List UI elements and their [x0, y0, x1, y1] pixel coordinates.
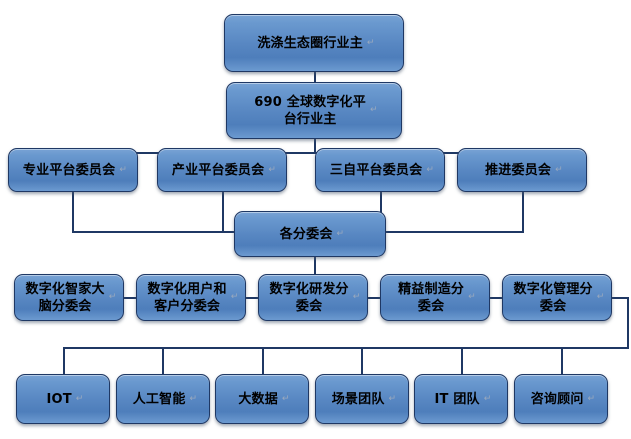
- connector-bus-to-team-6: [561, 347, 563, 375]
- node-sub-2-label: 数字化用户和 客户分委会: [147, 281, 227, 314]
- node-sub-4-label: 精益制造分 委会: [398, 281, 465, 314]
- connector-committee-bus: [72, 152, 522, 154]
- node-sub-smart-home-brain[interactable]: 数字化智家大 脑分委会↵: [14, 274, 124, 321]
- paragraph-mark-icon: ↵: [230, 292, 239, 302]
- node-sub-lean-manufacturing[interactable]: 精益制造分 委会↵: [380, 274, 490, 321]
- node-sub-rnd[interactable]: 数字化研发分 委会↵: [258, 274, 368, 321]
- node-owner-label: 洗涤生态圈行业主: [257, 35, 363, 51]
- paragraph-mark-icon: ↵: [468, 292, 476, 302]
- node-team-3-label: 大数据: [238, 391, 278, 407]
- node-committee-promotion[interactable]: 推进委员会↵: [457, 148, 587, 192]
- node-team-5-label: IT 团队: [434, 391, 480, 407]
- connector-platform-trunk: [314, 139, 316, 153]
- node-team-iot[interactable]: IOT↵: [16, 374, 110, 424]
- node-hub-label: 各分委会: [279, 226, 333, 242]
- connector-committee-1-drop: [72, 191, 74, 233]
- connector-bus-to-team-4: [361, 347, 363, 375]
- node-sub-5-label: 数字化管理分 委会: [513, 281, 593, 314]
- node-committee-3-label: 三自平台委员会: [329, 162, 423, 178]
- node-team-big-data[interactable]: 大数据↵: [215, 374, 309, 424]
- paragraph-mark-icon: ↵: [268, 164, 277, 175]
- connector-committee-2-drop: [222, 191, 224, 233]
- node-sub-user-and-customer[interactable]: 数字化用户和 客户分委会↵: [136, 274, 246, 321]
- paragraph-mark-icon: ↵: [369, 105, 378, 115]
- paragraph-mark-icon: ↵: [352, 292, 361, 302]
- connector-bottom-bus: [63, 347, 629, 349]
- connector-sub5-exit: [612, 297, 629, 299]
- connector-bus-to-team-2: [162, 347, 164, 375]
- node-team-2-label: 人工智能: [132, 391, 186, 407]
- paragraph-mark-icon: ↵: [587, 393, 596, 404]
- node-committee-1-label: 专业平台委员会: [22, 162, 116, 178]
- connector-sub-link-4-5: [490, 297, 504, 299]
- node-sub-digital-management[interactable]: 数字化管理分 委会↵: [502, 274, 612, 321]
- node-subcommittee-hub[interactable]: 各分委会↵: [234, 211, 386, 257]
- connector-sub-link-3-4: [368, 297, 382, 299]
- node-committee-industry-platform[interactable]: 产业平台委员会↵: [157, 148, 287, 192]
- connector-sub-link-2-3: [246, 297, 260, 299]
- node-owner[interactable]: 洗涤生态圈行业主↵: [224, 14, 404, 72]
- paragraph-mark-icon: ↵: [119, 164, 128, 175]
- paragraph-mark-icon: ↵: [75, 393, 84, 404]
- node-team-it[interactable]: IT 团队↵: [414, 374, 508, 424]
- paragraph-mark-icon: ↵: [483, 393, 492, 404]
- node-committee-4-label: 推进委员会: [485, 162, 552, 178]
- connector-hub-bus-left: [72, 231, 234, 233]
- paragraph-mark-icon: ↵: [555, 164, 563, 175]
- node-team-consulting[interactable]: 咨询顾问↵: [514, 374, 608, 424]
- node-committee-2-label: 产业平台委员会: [171, 162, 265, 178]
- node-platform-owner-label: 690 全球数字化平 台行业主: [254, 94, 366, 127]
- paragraph-mark-icon: ↵: [281, 393, 290, 404]
- node-committee-three-self-platform[interactable]: 三自平台委员会↵: [315, 148, 445, 192]
- node-committee-professional-platform[interactable]: 专业平台委员会↵: [8, 148, 138, 192]
- paragraph-mark-icon: ↵: [388, 393, 397, 404]
- node-team-ai[interactable]: 人工智能↵: [116, 374, 210, 424]
- paragraph-mark-icon: ↵: [336, 228, 345, 239]
- paragraph-mark-icon: ↵: [189, 393, 198, 404]
- node-team-4-label: 场景团队: [331, 391, 385, 407]
- connector-hub-bus-right: [386, 231, 524, 233]
- connector-bus-to-team-3: [262, 347, 264, 375]
- node-team-6-label: 咨询顾问: [530, 391, 584, 407]
- node-platform-owner[interactable]: 690 全球数字化平 台行业主↵: [226, 82, 402, 139]
- connector-sub-link-1-2: [124, 297, 138, 299]
- connector-bus-to-team-1: [63, 347, 65, 375]
- paragraph-mark-icon: ↵: [426, 164, 435, 175]
- paragraph-mark-icon: ↵: [366, 37, 375, 48]
- paragraph-mark-icon: ↵: [596, 292, 605, 302]
- connector-committee-4-drop: [522, 191, 524, 233]
- connector-bus-to-team-5: [461, 347, 463, 375]
- node-team-1-label: IOT: [46, 391, 72, 407]
- paragraph-mark-icon: ↵: [108, 292, 117, 302]
- node-sub-3-label: 数字化研发分 委会: [269, 281, 349, 314]
- node-team-scenario[interactable]: 场景团队↵: [315, 374, 409, 424]
- node-sub-1-label: 数字化智家大 脑分委会: [25, 281, 105, 314]
- connector-hub-to-subcommittee: [314, 257, 316, 276]
- connector-bottom-riser: [627, 297, 629, 349]
